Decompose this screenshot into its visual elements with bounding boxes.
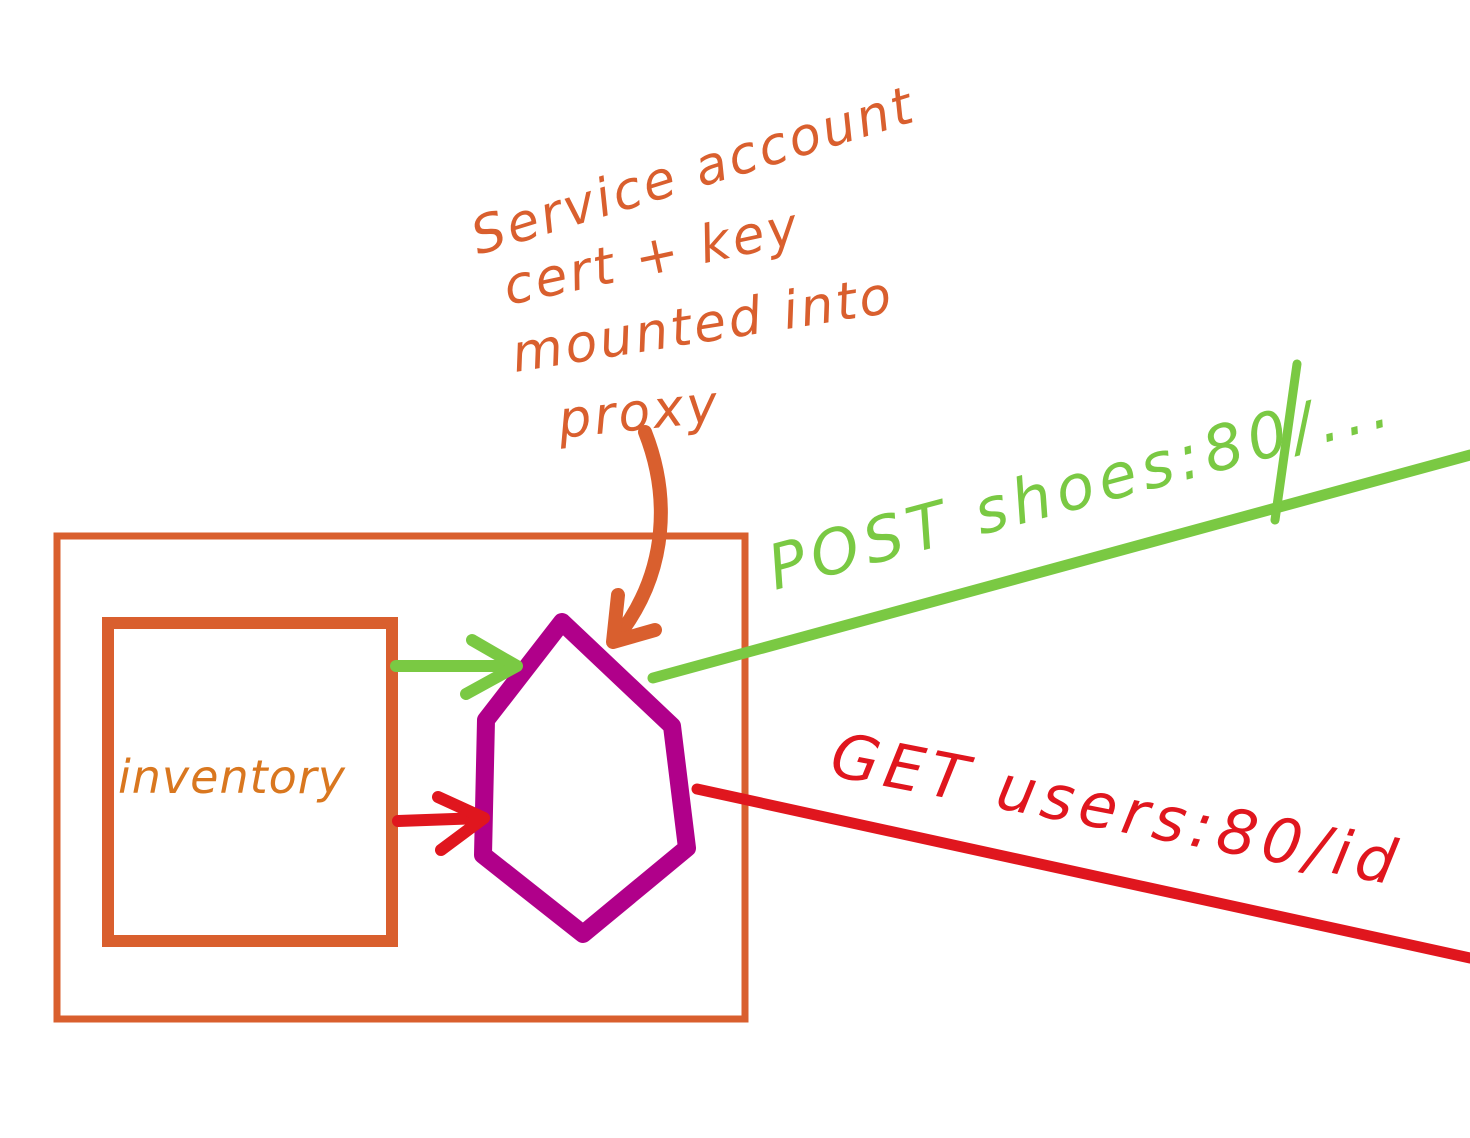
annotation-note: Service account cert + key mounted into …: [464, 75, 922, 451]
proxy-hexagon: [474, 613, 696, 943]
post-request-label: POST shoes:80/...: [760, 367, 1402, 604]
allowed-internal-arrow: [390, 634, 523, 700]
annotation-arrow: [606, 425, 668, 649]
annotation-line-4: proxy: [554, 374, 723, 451]
denied-internal-arrow: [392, 791, 490, 856]
annotation-arrow-shaft: [608, 425, 668, 647]
get-request-line: [691, 783, 1470, 964]
pod-box: [53, 532, 749, 1023]
inventory-label: inventory: [118, 750, 346, 804]
inventory-container: [102, 617, 398, 947]
annotation-arrow-head: [606, 588, 662, 649]
get-request-label: GET users:80/id: [825, 718, 1408, 900]
post-request-tick: [1270, 359, 1302, 525]
post-request-line: [647, 449, 1470, 684]
